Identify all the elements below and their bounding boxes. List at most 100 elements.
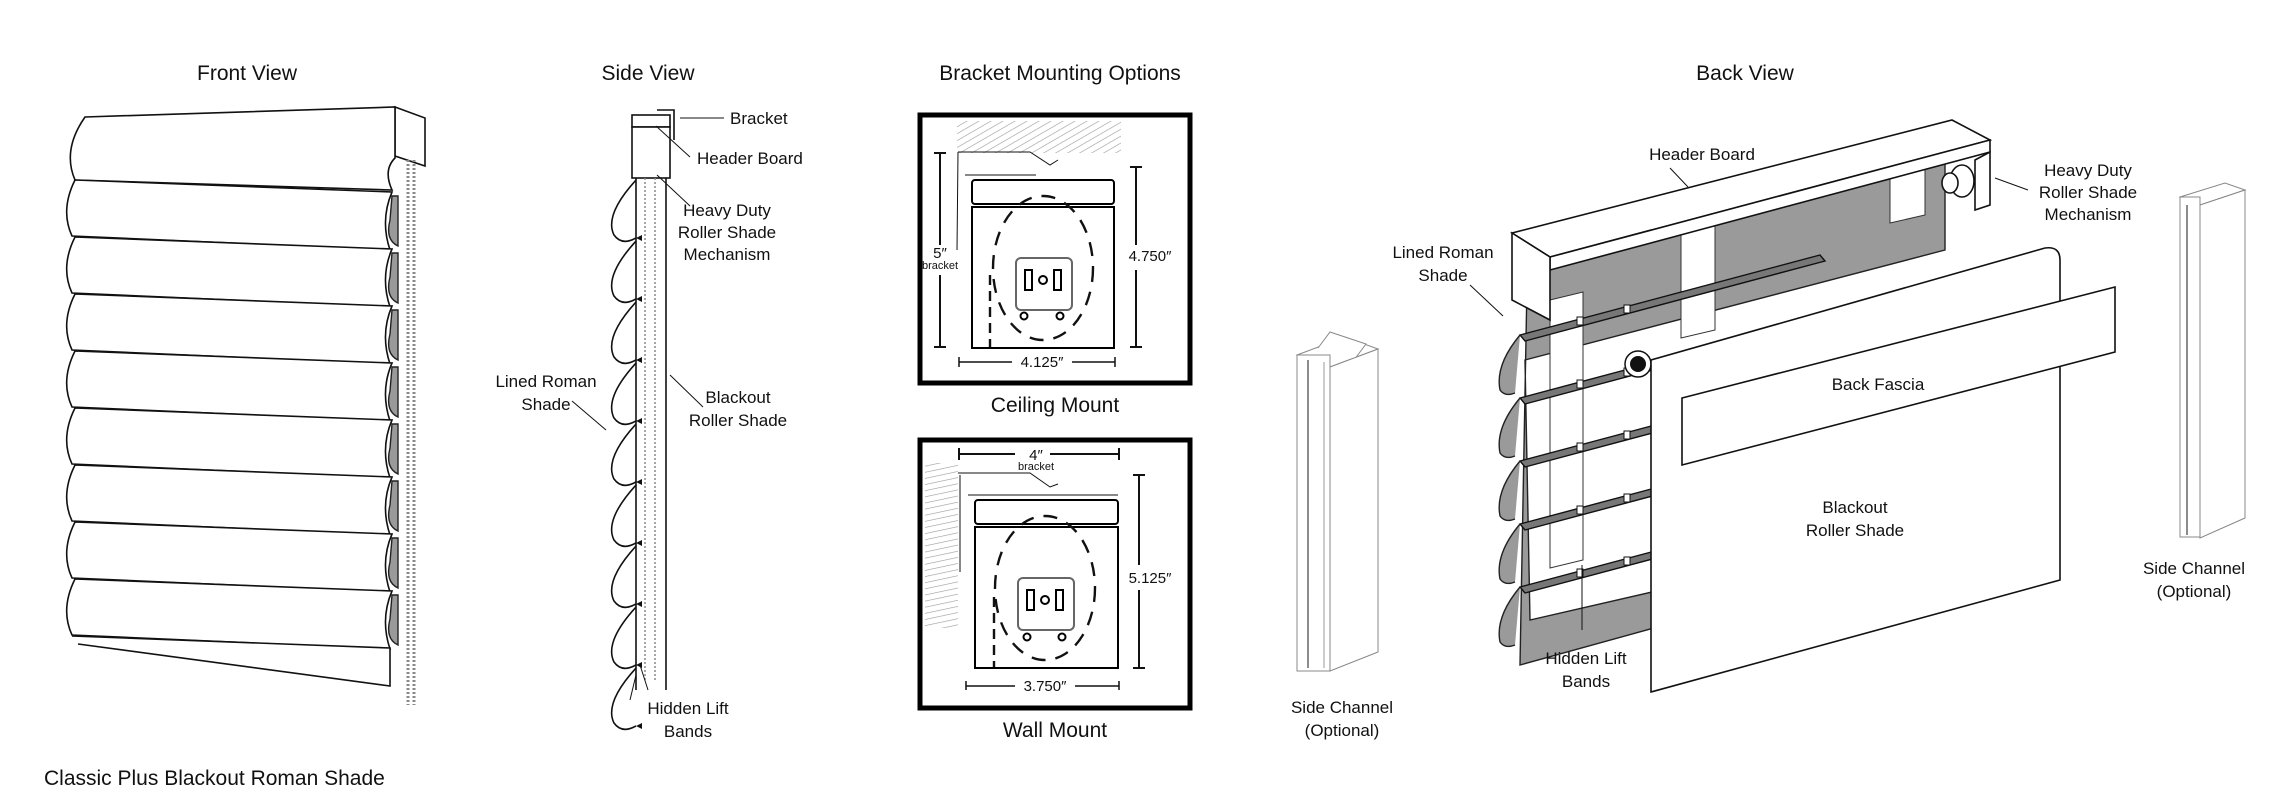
front-fold-tab: [387, 423, 399, 476]
back-callout-lift-bands-1: Hidden Lift: [1545, 649, 1627, 668]
side-callout-mechanism-3: Mechanism: [684, 245, 771, 264]
ceiling-bracket-word: bracket: [922, 260, 958, 272]
side-fold-loop: [610, 667, 637, 731]
lift-band-clip: [636, 357, 642, 363]
side-channel-right: [2178, 182, 2247, 539]
lift-band-clip: [1576, 442, 1584, 452]
lift-band-clip: [636, 296, 642, 302]
back-fascia: [1681, 285, 2116, 467]
product-title: Classic Plus Blackout Roman Shade: [44, 767, 385, 790]
lift-band-gap-1: [1549, 291, 1584, 569]
back-fold-bulge: [1498, 397, 1521, 459]
back-callout-back-fascia: Back Fascia: [1832, 375, 1925, 394]
lift-band-clip: [1576, 568, 1584, 578]
back-fold-bulge: [1498, 460, 1521, 522]
lift-band-clip: [1576, 379, 1584, 389]
back-view-title: Back View: [1696, 62, 1794, 85]
lift-band-clip: [1576, 316, 1584, 326]
side-fold-loop: [610, 179, 637, 243]
lift-band-clip: [1576, 505, 1584, 515]
side-callout-bracket: Bracket: [730, 109, 788, 128]
front-bottom-fold: [71, 635, 391, 687]
side-callout-mechanism-2: Roller Shade: [678, 223, 776, 242]
lift-band-clip: [1623, 493, 1631, 503]
back-fold-bulge: [1498, 523, 1521, 585]
side-fold-loop: [610, 545, 637, 609]
front-fold-tab: [387, 480, 399, 533]
side-callout-lined-roman-2: Shade: [521, 395, 570, 414]
side-fold-loop: [610, 362, 637, 426]
side-mechanism-box: [631, 126, 671, 179]
side-fold-loop: [610, 423, 637, 487]
front-fold-tab: [387, 195, 399, 248]
side-channel-left-label-1: Side Channel: [1291, 698, 1393, 717]
bracket-mounting-title: Bracket Mounting Options: [939, 62, 1181, 85]
side-loops: [610, 179, 642, 731]
front-fold-tab: [387, 594, 399, 647]
ceiling-width-dim: 4.125″: [1021, 354, 1065, 371]
back-fold-bulge: [1498, 586, 1521, 648]
side-view-drawing: [571, 109, 724, 731]
side-channel-right-label-2: (Optional): [2157, 582, 2232, 601]
back-callout-lined-roman-2: Shade: [1418, 266, 1467, 285]
lift-band-clip: [1623, 556, 1631, 566]
wall-header: [974, 499, 1119, 525]
side-fold-loop: [610, 301, 637, 365]
side-fold-loop: [610, 606, 637, 670]
lift-band-clip: [636, 601, 642, 607]
back-callout-mechanism-3: Mechanism: [2045, 205, 2132, 224]
lift-band-gap-2: [1680, 216, 1716, 339]
wall-mount-label: Wall Mount: [1003, 719, 1107, 742]
wall-height-dim: 5.125″: [1129, 570, 1173, 587]
lift-band-clip: [1623, 430, 1631, 440]
side-header-board: [631, 114, 671, 128]
side-callout-header-board: Header Board: [697, 149, 803, 168]
front-fold-tab: [387, 366, 399, 419]
back-header-end: [1511, 231, 1551, 322]
back-callout-blackout-2: Roller Shade: [1806, 521, 1904, 540]
back-callout-header-board: Header Board: [1649, 145, 1755, 164]
back-callout-mechanism-1: Heavy Duty: [2044, 161, 2132, 180]
back-fold-bulge: [1498, 334, 1521, 396]
side-callout-lift-bands-1: Hidden Lift: [647, 699, 729, 718]
side-view-title: Side View: [601, 62, 695, 85]
ceiling-hatch: [957, 121, 1121, 153]
side-bracket: [657, 109, 675, 140]
side-channel-right-label-1: Side Channel: [2143, 559, 2245, 578]
front-fold-tab: [387, 252, 399, 305]
front-header-side: [394, 105, 426, 168]
back-callout-blackout-1: Blackout: [1822, 498, 1887, 517]
wall-mount-panel: [917, 437, 1193, 711]
wall-width-dim: 3.750″: [1024, 678, 1068, 695]
back-callout-lined-roman-1: Lined Roman: [1392, 243, 1493, 262]
ceiling-height-dim: 4.750″: [1129, 248, 1173, 265]
ceiling-mount-panel: [917, 112, 1193, 386]
lift-band-clip: [636, 235, 642, 241]
side-fold-loop: [610, 484, 637, 548]
side-callout-blackout-1: Blackout: [705, 388, 770, 407]
front-folds: [65, 106, 399, 687]
side-callout-lift-bands-2: Bands: [664, 722, 712, 741]
ceiling-bracket-dim: 5″: [933, 245, 947, 262]
wall-bracket-dim: 4″: [1029, 447, 1043, 464]
wall-mechanism-plate: [974, 526, 1119, 669]
back-fold-rod: [1518, 254, 1827, 342]
ceiling-header: [971, 179, 1115, 205]
front-view-drawing: [65, 105, 426, 705]
lift-band-clip: [636, 723, 642, 729]
wall-bracket-word: bracket: [1018, 461, 1054, 473]
lift-band-clip: [636, 418, 642, 424]
back-view-drawing: [1469, 119, 2116, 694]
ceiling-mount-label: Ceiling Mount: [991, 394, 1120, 417]
side-fold-loop: [610, 240, 637, 304]
wall-hatch: [925, 463, 958, 628]
lift-band-clip: [1623, 304, 1631, 314]
front-fold-tab: [387, 537, 399, 590]
side-channel-left-label-2: (Optional): [1305, 721, 1380, 740]
ceiling-mechanism-plate: [971, 206, 1115, 349]
side-callout-lined-roman-1: Lined Roman: [495, 372, 596, 391]
back-callout-lift-bands-2: Bands: [1562, 672, 1610, 691]
back-callout-mechanism-2: Roller Shade: [2039, 183, 2137, 202]
side-callout-mechanism-1: Heavy Duty: [683, 201, 771, 220]
